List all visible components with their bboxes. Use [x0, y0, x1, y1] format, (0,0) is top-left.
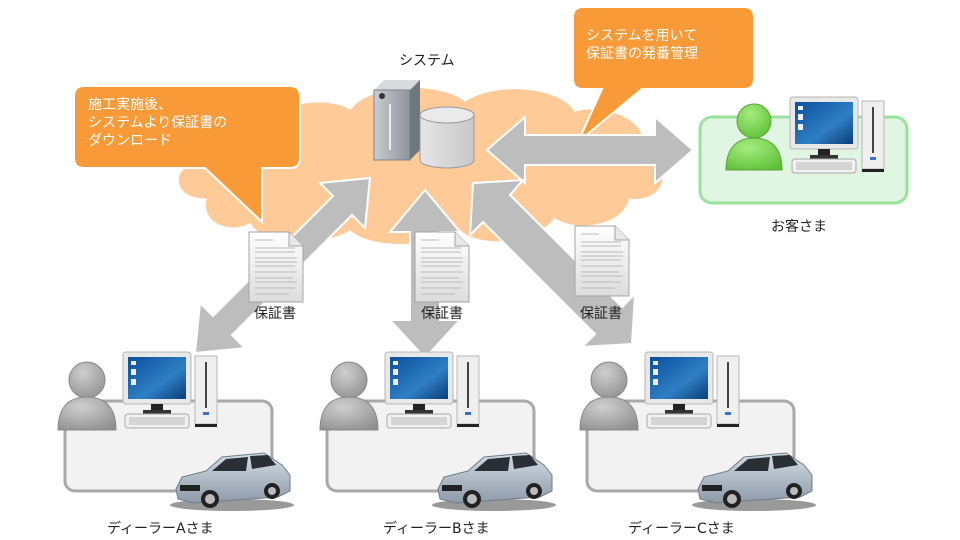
customer-label: お客さま [771, 219, 827, 235]
callout-left-text: 施工実施後、 システムより保証書の ダウンロード [88, 97, 228, 149]
document-icon-b [414, 231, 470, 303]
system-label: システム [399, 53, 455, 69]
dealer-b-person-icon [319, 361, 379, 431]
dealer-c-person-icon [579, 361, 639, 431]
callout-right [572, 6, 755, 143]
document-label-b: 保証書 [421, 306, 463, 322]
document-label-c: 保証書 [580, 306, 622, 322]
dealer-a-computer-icon [122, 351, 218, 429]
database-icon [419, 106, 475, 169]
arrow-system-dealer-c [468, 178, 637, 349]
document-icon-a [248, 231, 304, 303]
customer-person-icon [725, 103, 783, 171]
server-icon [373, 80, 420, 161]
callout-right-text: システムを用いて 保証書の発番管理 [586, 28, 698, 62]
customer-computer-icon [789, 96, 885, 174]
dealer-c-computer-icon [644, 351, 740, 429]
dealer-a-person-icon [57, 361, 117, 431]
dealer-c-label: ディーラーCさま [628, 521, 735, 537]
dealer-b-label: ディーラーBさま [383, 521, 490, 537]
dealer-b-computer-icon [384, 351, 480, 429]
document-icon-c [574, 225, 630, 297]
document-label-a: 保証書 [254, 306, 296, 322]
arrow-system-customer [485, 114, 695, 186]
callout-left [73, 85, 301, 225]
dealer-a-label: ディーラーAさま [107, 521, 214, 537]
